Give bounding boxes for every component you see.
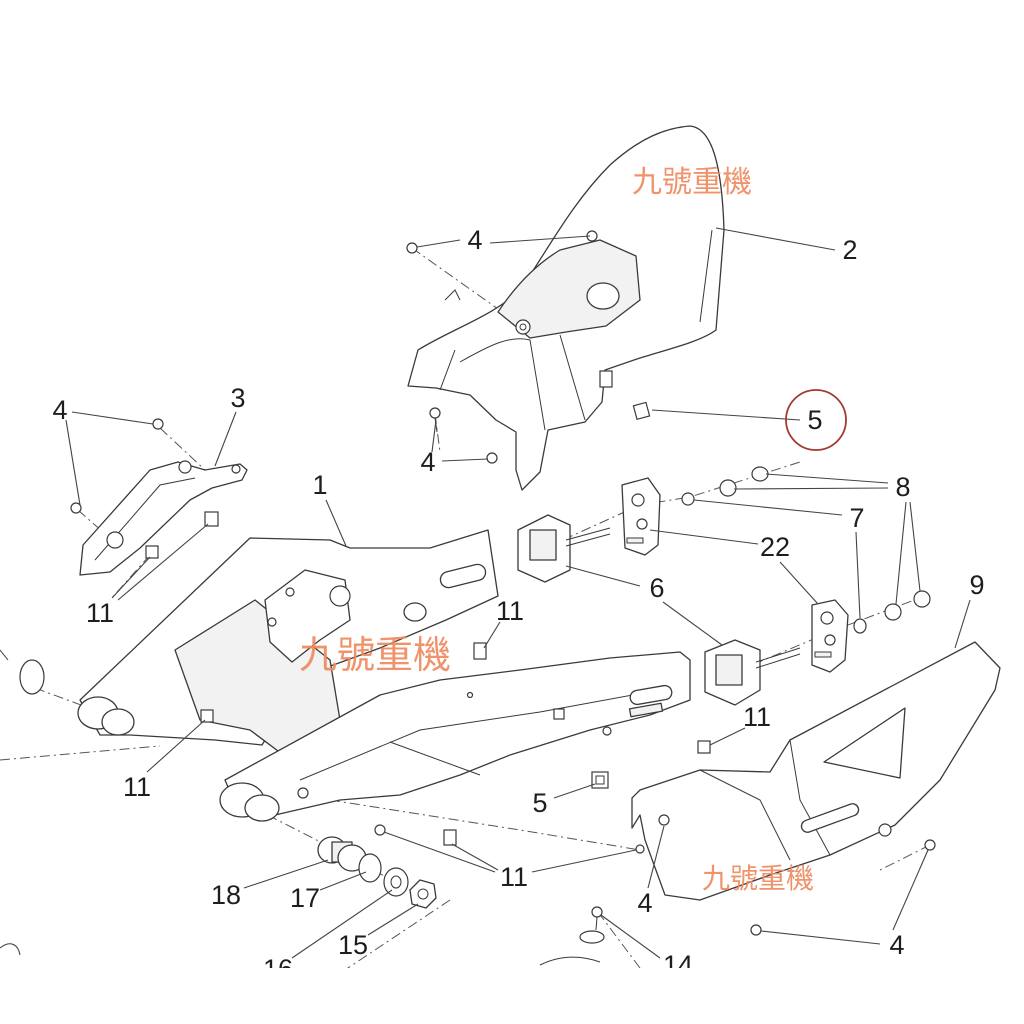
watermarks: 九號重機 九號重機 九號重機 <box>299 165 814 895</box>
highlight-circle <box>785 389 847 451</box>
swingarm-part-1 <box>77 529 691 822</box>
callout-4: 4 <box>467 225 482 255</box>
callout-11: 11 <box>123 772 151 802</box>
callout-4: 4 <box>52 395 67 425</box>
callout-3: 3 <box>230 383 245 413</box>
callout-8: 8 <box>895 472 910 502</box>
callout-1: 1 <box>312 470 327 500</box>
rear-fender-part-2 <box>407 125 725 491</box>
bracket-part-3 <box>79 460 248 576</box>
callout-16: 16 <box>263 954 293 984</box>
watermark-bottom: 九號重機 <box>702 862 814 895</box>
callout-11: 11 <box>86 598 114 628</box>
clip-part-5 <box>591 401 651 789</box>
callout-4: 4 <box>420 447 435 477</box>
callout-labels: 4 2 4 3 5 4 1 8 7 22 6 9 11 11 11 11 5 1… <box>52 225 984 984</box>
callout-5: 5 <box>532 788 547 818</box>
callout-17: 17 <box>290 883 320 913</box>
washers-nuts-parts-7-8 <box>681 466 931 634</box>
callout-18: 18 <box>211 880 241 910</box>
callout-9: 9 <box>969 570 984 600</box>
callout-4: 4 <box>637 888 652 918</box>
callout-7: 7 <box>849 503 864 533</box>
chain-guard-part-9 <box>631 641 1001 901</box>
watermark-center: 九號重機 <box>299 633 451 677</box>
callout-14: 14 <box>663 950 693 980</box>
callout-22: 22 <box>760 532 790 562</box>
bolts-spacers-parts-4-11 <box>70 230 762 936</box>
pivot-hardware-parts-15-18 <box>317 836 437 909</box>
chain-adjuster-part-6 <box>517 514 801 706</box>
callout-11: 11 <box>496 596 524 626</box>
callout-4: 4 <box>889 930 904 960</box>
bolt-part-14 <box>539 906 605 966</box>
callout-2: 2 <box>842 235 857 265</box>
callout-5-highlighted: 5 <box>807 405 822 435</box>
edge-fragments <box>0 649 45 956</box>
watermark-top: 九號重機 <box>632 165 752 200</box>
callout-15: 15 <box>338 930 368 960</box>
adjuster-plate-part-22 <box>621 477 849 673</box>
callout-11: 11 <box>500 862 528 892</box>
leader-lines <box>65 227 971 959</box>
callout-6: 6 <box>649 573 664 603</box>
callout-11: 11 <box>743 702 771 732</box>
